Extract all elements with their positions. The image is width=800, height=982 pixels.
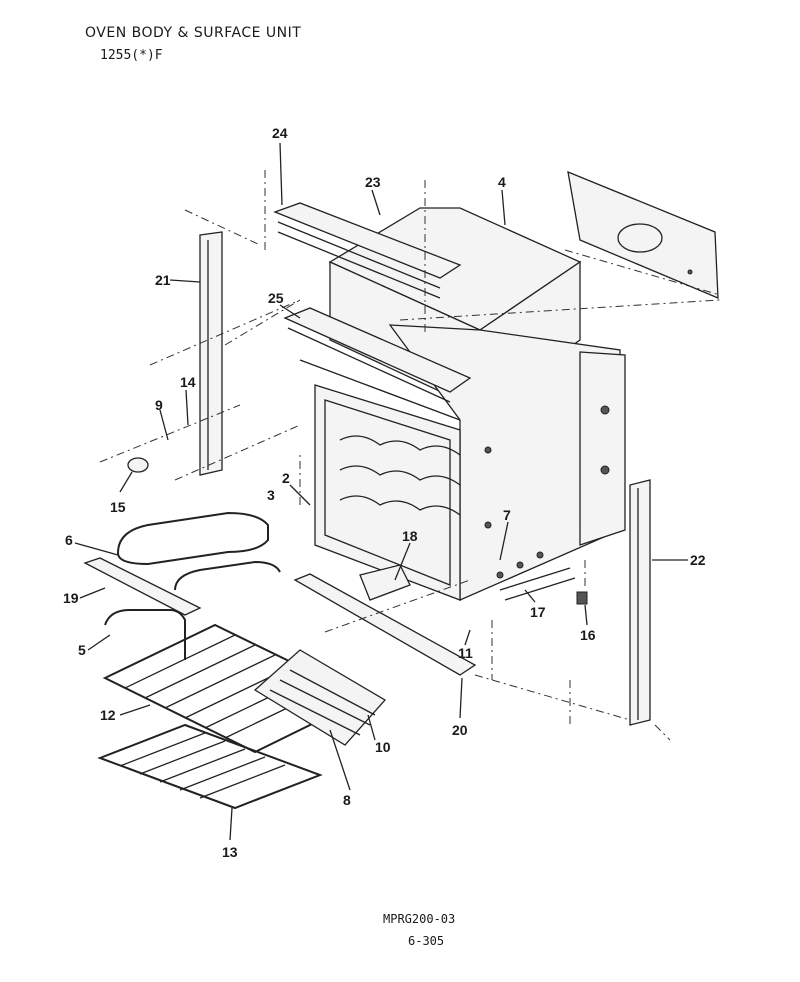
bottom-trim <box>293 573 477 676</box>
callout-12: 12 <box>100 707 116 723</box>
right-side-trim <box>629 479 651 726</box>
callout-10: 10 <box>375 739 391 755</box>
callout-4: 4 <box>498 174 506 190</box>
rear-panel <box>567 170 719 299</box>
callout-20: 20 <box>452 722 468 738</box>
document-code: MPRG200-03 <box>383 912 456 926</box>
callout-15: 15 <box>110 499 126 515</box>
callout-24: 24 <box>272 125 288 141</box>
callout-11: 11 <box>458 645 473 661</box>
callout-23: 23 <box>365 174 381 190</box>
callout-8: 8 <box>343 792 351 808</box>
bake-element <box>104 609 186 660</box>
callout-18: 18 <box>402 528 418 544</box>
callout-19: 19 <box>63 590 79 606</box>
model-number: 1255(*)F <box>100 48 163 63</box>
left-side-trim <box>199 231 223 476</box>
broiler-pan <box>253 649 387 746</box>
callout-2: 2 <box>282 470 290 486</box>
callout-6: 6 <box>65 532 73 548</box>
page-title: OVEN BODY & SURFACE UNIT <box>85 25 302 41</box>
leader-lines <box>74 142 688 841</box>
oven-rack-13 <box>97 723 323 810</box>
callout-7: 7 <box>503 507 511 523</box>
broil-element <box>116 511 281 591</box>
top-trim <box>273 202 472 421</box>
callout-3: 3 <box>267 487 275 503</box>
callout-13: 13 <box>222 844 238 860</box>
assembly-lines <box>99 170 721 741</box>
callout-17: 17 <box>530 604 546 620</box>
callout-22: 22 <box>690 552 706 568</box>
oven-cavity <box>314 384 610 601</box>
callout-25: 25 <box>268 290 284 306</box>
page-number: 6-305 <box>408 934 445 948</box>
callout-9: 9 <box>155 397 163 413</box>
callout-5: 5 <box>78 642 86 658</box>
front-trim-19 <box>83 557 202 616</box>
callout-21: 21 <box>155 272 171 288</box>
callout-14: 14 <box>180 374 196 390</box>
callout-16: 16 <box>580 627 596 643</box>
